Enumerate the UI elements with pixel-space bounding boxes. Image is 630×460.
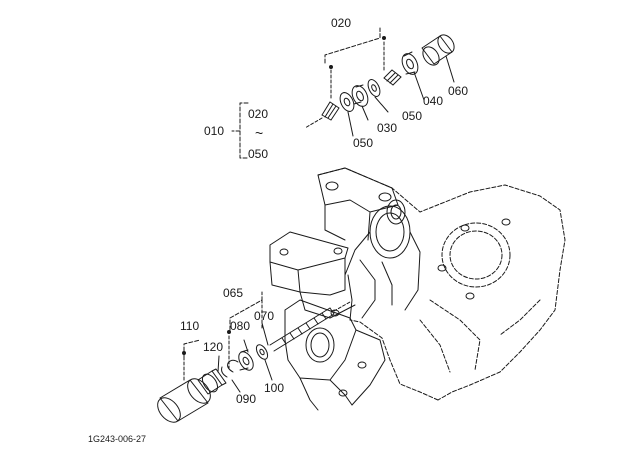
part-labels: 020 060 040 050 030 050 010 020 ~ 050 06… bbox=[88, 16, 468, 444]
assembly-065-parts bbox=[157, 291, 351, 423]
label-range-start: 020 bbox=[248, 107, 268, 121]
label-090: 090 bbox=[236, 392, 256, 406]
label-030: 030 bbox=[377, 121, 397, 135]
gear-case-housing bbox=[269, 167, 566, 411]
label-110: 110 bbox=[180, 319, 199, 333]
label-120: 120 bbox=[203, 340, 223, 354]
label-range-tilde: ~ bbox=[255, 125, 263, 141]
label-040: 040 bbox=[423, 94, 443, 108]
figure-code: 1G243-006-27 bbox=[88, 434, 146, 444]
label-065: 065 bbox=[223, 286, 243, 300]
assembly-010-parts bbox=[304, 27, 455, 137]
label-range-end: 050 bbox=[248, 147, 268, 161]
assembly-010-bracket bbox=[231, 102, 249, 159]
label-060: 060 bbox=[448, 84, 468, 98]
label-010: 010 bbox=[204, 124, 224, 138]
label-020-top: 020 bbox=[331, 16, 351, 30]
label-050-left: 050 bbox=[353, 136, 373, 150]
label-080: 080 bbox=[230, 319, 250, 333]
label-070: 070 bbox=[254, 309, 274, 323]
label-050-right: 050 bbox=[402, 109, 422, 123]
label-100: 100 bbox=[264, 381, 284, 395]
